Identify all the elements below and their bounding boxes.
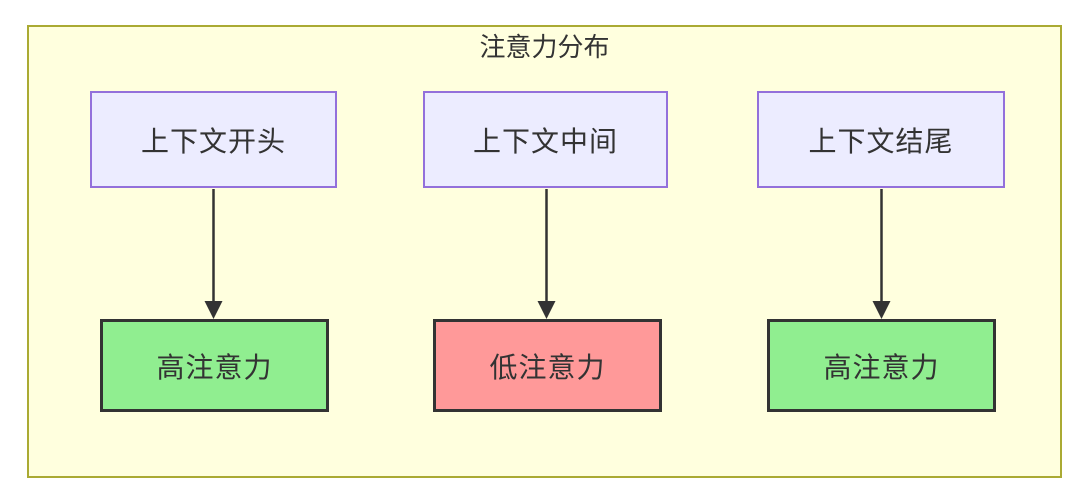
node-context-start-label: 上下文开头	[140, 125, 286, 157]
node-low-attention-label: 低注意力	[489, 351, 606, 383]
node-high-attention-right-label: 高注意力	[823, 351, 940, 383]
node-low-attention: 低注意力	[433, 319, 662, 412]
node-context-middle-label: 上下文中间	[472, 125, 618, 157]
node-context-middle: 上下文中间	[423, 91, 668, 188]
node-high-attention-left: 高注意力	[100, 319, 329, 412]
node-high-attention-right: 高注意力	[767, 319, 996, 412]
node-high-attention-left-label: 高注意力	[156, 351, 273, 383]
cluster-title: 注意力分布	[479, 32, 610, 62]
node-context-start: 上下文开头	[90, 91, 337, 188]
node-context-end-label: 上下文结尾	[808, 125, 954, 157]
node-context-end: 上下文结尾	[757, 91, 1005, 188]
